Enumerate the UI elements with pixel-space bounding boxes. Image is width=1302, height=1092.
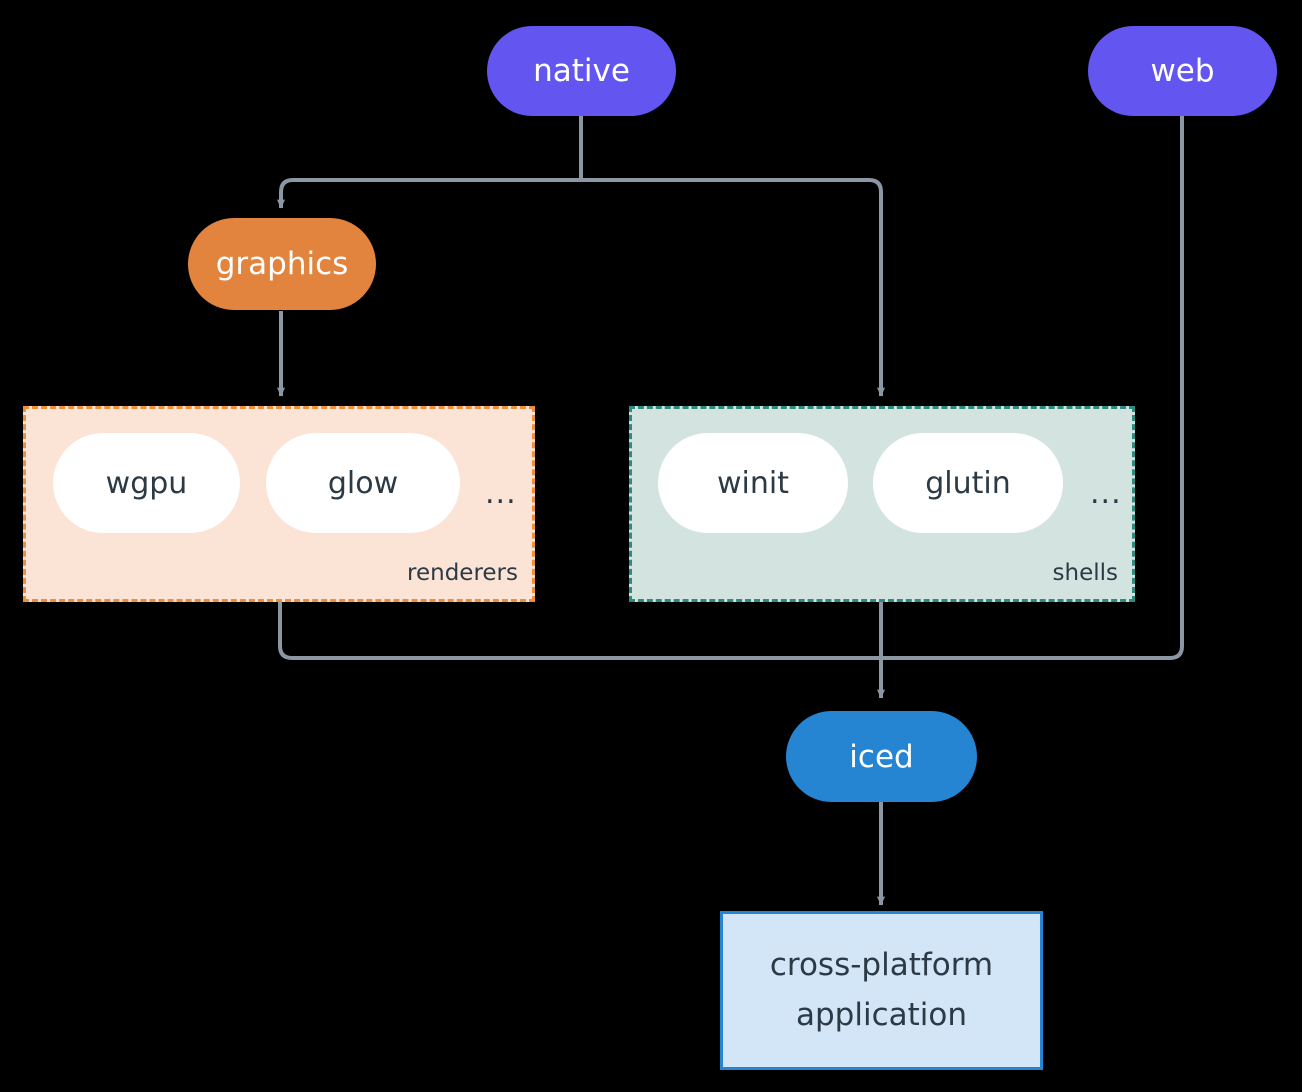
group-renderers: wgpu glow ... renderers <box>23 406 535 602</box>
group-item-glow-label: glow <box>327 465 399 501</box>
group-shells-label: shells <box>1052 560 1118 586</box>
group-renderers-label: renderers <box>407 560 518 586</box>
group-item-glow[interactable]: glow <box>266 433 460 533</box>
group-item-wgpu-label: wgpu <box>105 465 188 501</box>
node-web-label: web <box>1150 53 1215 89</box>
node-native[interactable]: native <box>487 26 676 116</box>
group-item-glutin-label: glutin <box>925 465 1011 501</box>
node-iced-label: iced <box>849 738 914 775</box>
edge-renderers-to-iced <box>278 602 881 660</box>
node-application[interactable]: cross-platform application <box>720 911 1043 1070</box>
edge-native-to-graphics <box>277 178 581 209</box>
group-shells-ellipsis: ... <box>1090 476 1122 511</box>
group-item-glutin[interactable]: glutin <box>873 433 1063 533</box>
node-web[interactable]: web <box>1088 26 1277 116</box>
node-application-line1: cross-platform <box>769 946 994 983</box>
node-native-label: native <box>533 53 630 89</box>
group-shells: winit glutin ... shells <box>629 406 1135 602</box>
node-graphics[interactable]: graphics <box>188 218 376 310</box>
group-item-wgpu[interactable]: wgpu <box>53 433 240 533</box>
group-renderers-ellipsis: ... <box>485 476 517 511</box>
group-item-winit[interactable]: winit <box>658 433 848 533</box>
node-iced[interactable]: iced <box>786 711 977 802</box>
group-item-winit-label: winit <box>717 465 789 501</box>
node-application-line2: application <box>796 996 967 1033</box>
edge-native-to-shells <box>581 178 885 397</box>
node-graphics-label: graphics <box>215 246 349 282</box>
